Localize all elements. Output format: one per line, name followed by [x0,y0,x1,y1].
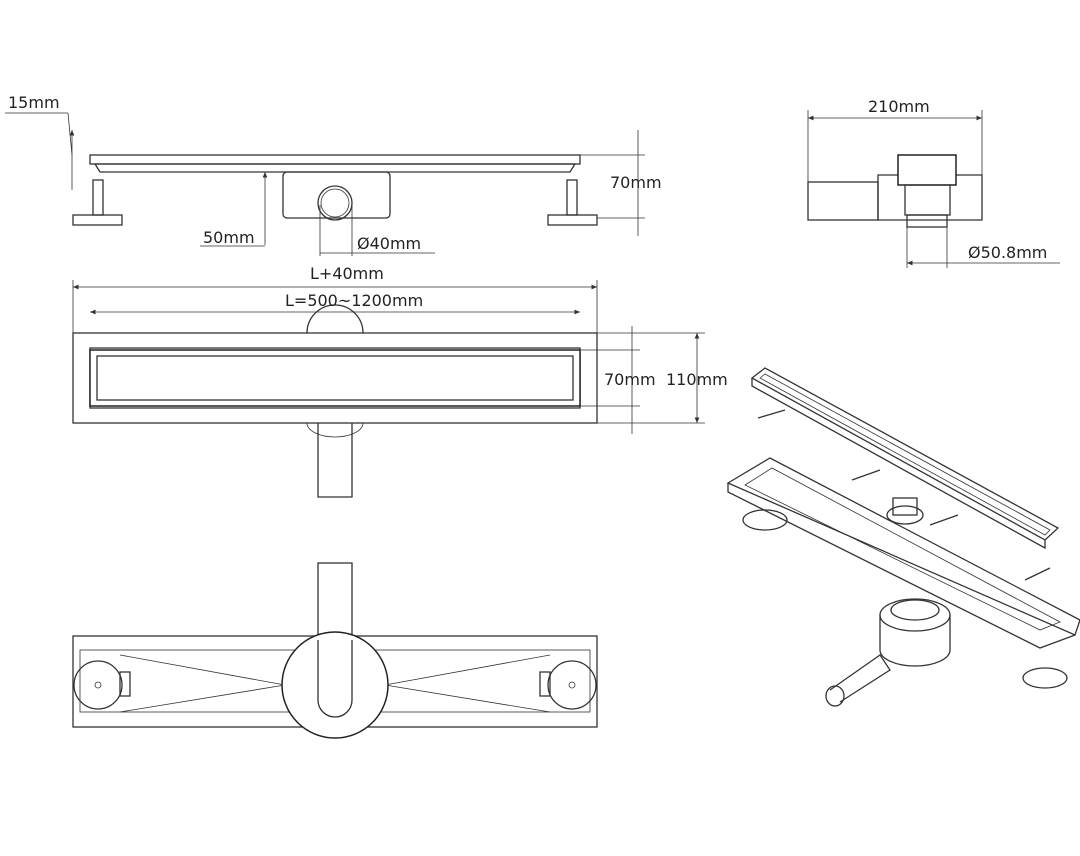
top-view [72,304,705,498]
section-view [807,110,1060,268]
overall-width-label: 110mm [666,370,728,389]
section-width-label: 210mm [868,97,930,116]
plate-thickness-label: 15mm [8,93,60,112]
channel-width-label: 70mm [604,370,656,389]
section-outlet-diameter-label: Ø50.8mm [968,243,1048,262]
isometric-view [726,367,1080,707]
outlet-height-label: 50mm [203,228,255,247]
total-height-label: 70mm [610,173,662,192]
channel-length-label: L=500~1200mm [285,291,424,310]
bottom-view [72,562,598,739]
overall-length-label: L+40mm [310,264,384,283]
side-view [5,112,645,256]
outlet-diameter-label: Ø40mm [357,234,422,253]
